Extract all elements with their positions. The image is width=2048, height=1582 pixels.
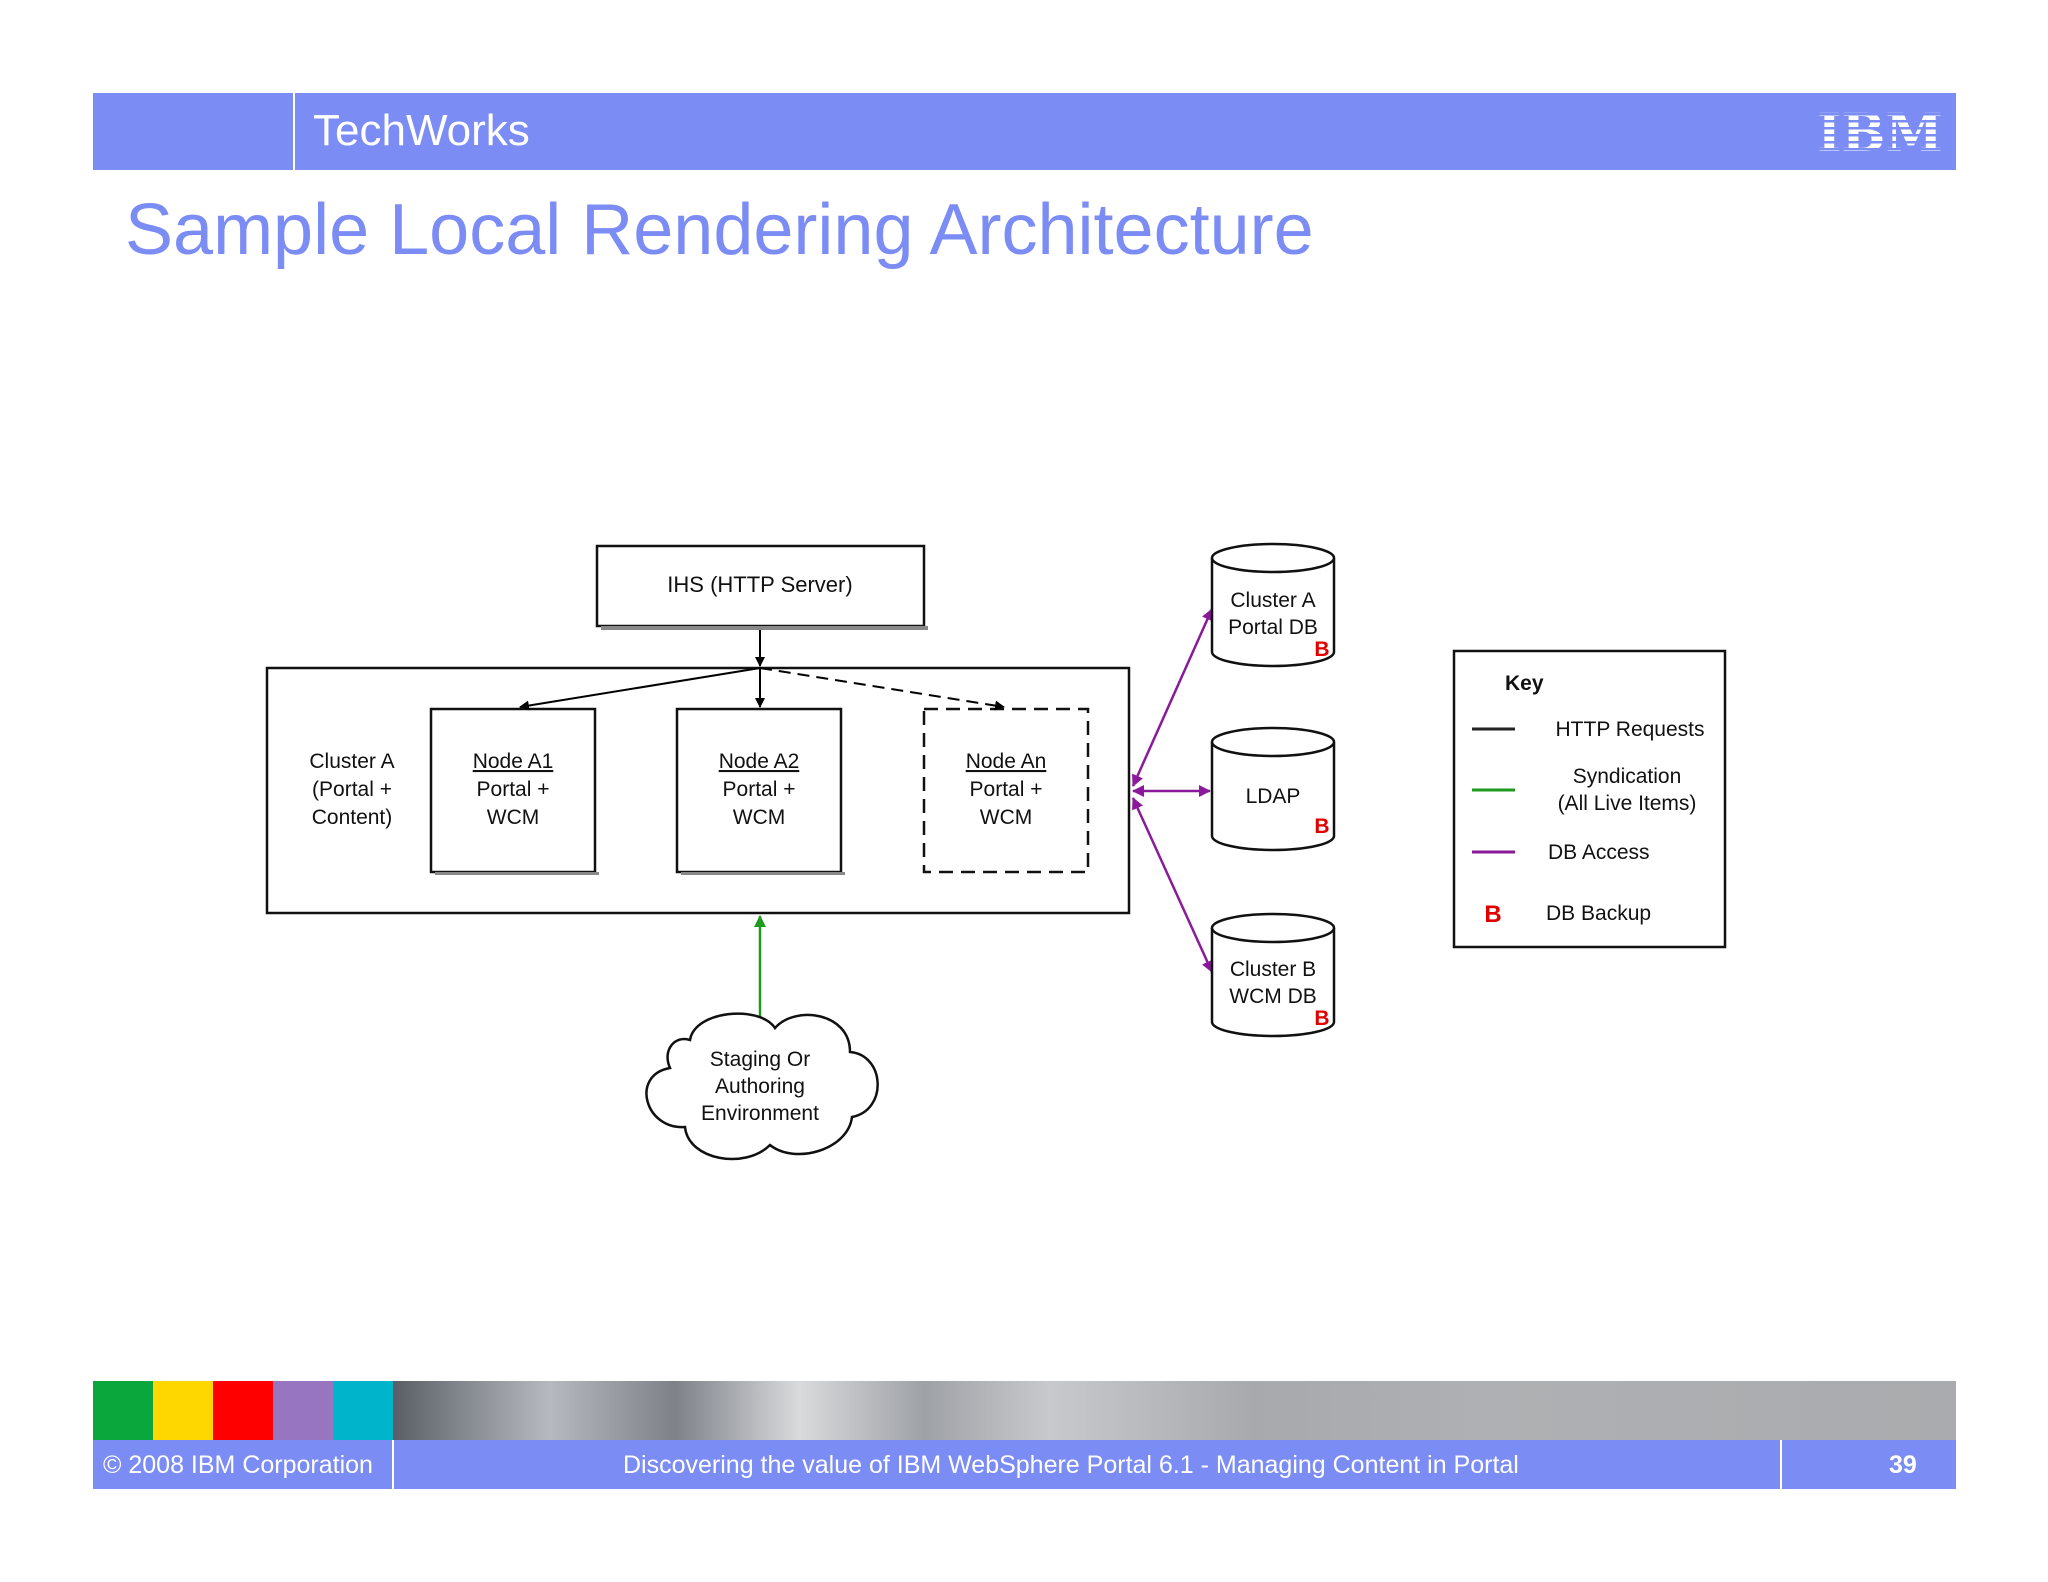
- cloud-line2: Authoring: [715, 1075, 805, 1098]
- color-swatch-yellow: [153, 1381, 213, 1440]
- cloud-line1: Staging Or: [710, 1048, 810, 1071]
- db3-line1: Cluster B: [1230, 958, 1316, 981]
- db2-line1: LDAP: [1246, 785, 1301, 808]
- db-access-arrows: [1131, 608, 1214, 973]
- staging-cloud: Staging Or Authoring Environment: [645, 1012, 879, 1161]
- node-an-line2: Portal +: [970, 778, 1043, 801]
- footer-image-strip: [93, 1381, 1956, 1440]
- node-a2-name: Node A2: [719, 750, 800, 773]
- node-a1-line2: Portal +: [477, 778, 550, 801]
- header-divider: [293, 93, 295, 170]
- key-syndication-line2: (All Live Items): [1558, 792, 1697, 815]
- ibm-logo: IBM: [1816, 103, 1944, 159]
- node-a1-line3: WCM: [487, 806, 539, 829]
- db1-line2: Portal DB: [1228, 616, 1318, 639]
- header-bar: TechWorks IBM: [93, 93, 1956, 170]
- key-legend: Key HTTP Requests Syndication (All Live …: [1452, 649, 1727, 949]
- footer-bar: © 2008 IBM Corporation Discovering the v…: [93, 1440, 1956, 1489]
- footer-divider-right: [1780, 1440, 1782, 1489]
- key-db-access-label: DB Access: [1548, 841, 1650, 864]
- db1-line1: Cluster A: [1230, 589, 1315, 612]
- cluster-a-portal-db: Cluster A Portal DB B: [1210, 542, 1336, 668]
- color-swatch-green: [93, 1381, 153, 1440]
- cloud-line3: Environment: [701, 1102, 819, 1125]
- node-an: Node An Portal + WCM: [922, 707, 1090, 874]
- ihs-label: IHS (HTTP Server): [667, 572, 852, 597]
- db2-backup-badge: B: [1314, 815, 1329, 838]
- footer-subtitle: Discovering the value of IBM WebSphere P…: [623, 1451, 1519, 1479]
- node-an-line3: WCM: [980, 806, 1032, 829]
- node-a2-line3: WCM: [733, 806, 785, 829]
- http-arrows: [519, 630, 1005, 711]
- color-swatch-red: [213, 1381, 273, 1440]
- node-a2-line2: Portal +: [723, 778, 796, 801]
- key-backup-symbol: B: [1484, 901, 1501, 928]
- ihs-box: IHS (HTTP Server): [595, 544, 928, 630]
- color-swatch-cyan: [333, 1381, 393, 1440]
- key-backup-label: DB Backup: [1546, 902, 1651, 925]
- decorative-photo-strip: [393, 1381, 1956, 1440]
- cluster-label-line2: (Portal +: [312, 778, 392, 801]
- color-swatch-purple: [273, 1381, 333, 1440]
- footer-copyright: © 2008 IBM Corporation: [103, 1451, 373, 1479]
- ldap-db: LDAP B: [1210, 726, 1336, 852]
- footer-divider-left: [392, 1440, 394, 1489]
- db3-backup-badge: B: [1314, 1007, 1329, 1030]
- node-a2: Node A2 Portal + WCM: [675, 707, 845, 875]
- key-http-label: HTTP Requests: [1556, 718, 1705, 741]
- cluster-label-line1: Cluster A: [309, 750, 394, 773]
- node-a1: Node A1 Portal + WCM: [429, 707, 599, 875]
- key-title: Key: [1505, 672, 1544, 695]
- page-number: 39: [1889, 1451, 1917, 1479]
- page-title: Sample Local Rendering Architecture: [125, 190, 1314, 270]
- node-a1-name: Node A1: [473, 750, 554, 773]
- db3-line2: WCM DB: [1229, 985, 1317, 1008]
- key-syndication-line1: Syndication: [1573, 765, 1682, 788]
- node-an-name: Node An: [966, 750, 1047, 773]
- db1-backup-badge: B: [1314, 638, 1329, 661]
- cluster-label-line3: Content): [312, 806, 393, 829]
- header-title: TechWorks: [313, 106, 530, 155]
- cluster-b-wcm-db: Cluster B WCM DB B: [1210, 912, 1336, 1038]
